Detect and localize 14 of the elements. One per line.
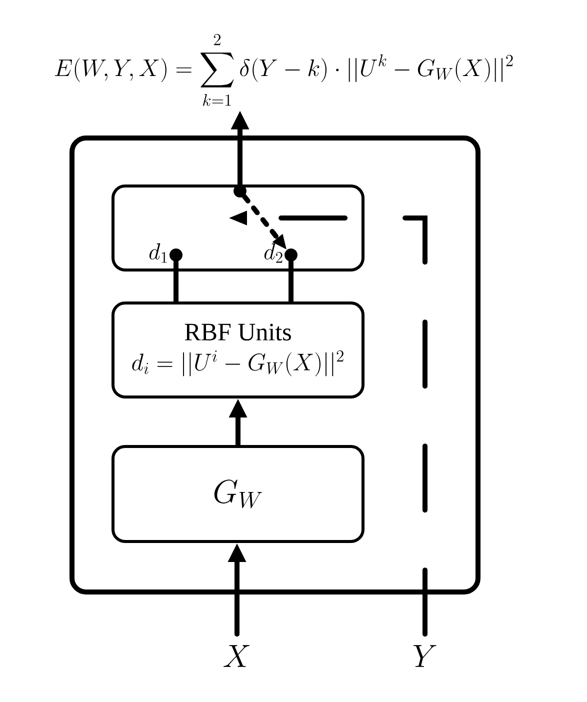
terminal-dot <box>234 184 246 198</box>
terminal-dot <box>170 248 182 262</box>
dot-label: $d_2$ <box>264 243 282 263</box>
terminal-dot <box>284 248 298 262</box>
outer-frame <box>70 136 480 594</box>
formula: $E(W,Y,X) = \sum_{k=1}^{2} \delta(Y-k) \cdot ||U^k - G_W(X)||^2$ <box>55 34 513 106</box>
process-box: RBF Units $d_i = ||U^i - G_W(X)||^2$ <box>112 302 364 398</box>
switch-box <box>112 184 364 272</box>
connector-line <box>174 259 178 304</box>
process-box: $G_W$ <box>112 445 364 543</box>
input-label: $Y$ <box>413 645 436 667</box>
dot-label: $d_1$ <box>149 243 167 263</box>
input-label: $X$ <box>224 645 250 667</box>
connector-line <box>288 259 294 304</box>
